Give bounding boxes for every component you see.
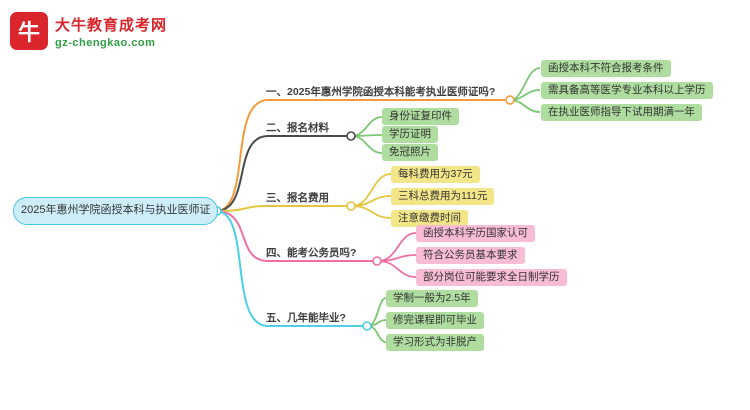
site-logo: 牛 大牛教育成考网 gz-chengkao.com — [10, 12, 167, 50]
leaf-node: 三科总费用为111元 — [391, 188, 495, 205]
leaf-node: 需具备高等医学专业本科以上学历 — [541, 82, 713, 99]
logo-text-block: 大牛教育成考网 gz-chengkao.com — [55, 14, 167, 49]
bull-logo-icon: 牛 — [10, 12, 48, 50]
branch-5-label: 五、几年能毕业? — [266, 312, 346, 324]
branch-4-line — [215, 210, 373, 262]
branch-4-connector — [372, 256, 382, 266]
leaf-node: 免冠照片 — [382, 144, 438, 161]
branch-2-line — [215, 135, 347, 212]
branch-4-child-line — [377, 254, 417, 262]
branch-3-child-line — [351, 205, 392, 219]
branch-3-label: 三、报名费用 — [266, 192, 329, 204]
branch-5-connector — [362, 321, 372, 331]
branch-1-child-line — [509, 99, 541, 113]
leaf-node: 学历证明 — [382, 126, 438, 143]
branch-2-child-line — [351, 116, 383, 137]
logo-title: 大牛教育成考网 — [55, 16, 168, 34]
branch-3-line — [215, 205, 347, 212]
branch-4-child-line — [377, 232, 417, 262]
leaf-node: 学制一般为2.5年 — [386, 290, 478, 307]
branch-5-line — [215, 210, 363, 327]
branch-1-line — [215, 99, 505, 212]
leaf-node: 身份证复印件 — [382, 108, 459, 125]
leaf-node: 符合公务员基本要求 — [416, 247, 525, 264]
leaf-node: 函授本科学历国家认可 — [416, 225, 535, 242]
branch-2-connector — [346, 131, 356, 141]
leaf-node: 每科费用为37元 — [391, 166, 480, 183]
leaf-node: 学习形式为非脱产 — [386, 334, 484, 351]
branch-3-connector — [346, 201, 356, 211]
branch-4-label: 四、能考公务员吗? — [266, 247, 357, 259]
leaf-node: 在执业医师指导下试用期满一年 — [541, 104, 702, 121]
branch-5-child-line — [367, 297, 387, 327]
branch-1-connector — [505, 95, 515, 105]
logo-url: gz-chengkao.com — [55, 36, 156, 49]
branch-4-child-line — [377, 260, 417, 278]
branch-2-label: 二、报名材料 — [266, 122, 329, 134]
leaf-node: 修完课程即可毕业 — [386, 312, 484, 329]
leaf-node: 部分岗位可能要求全日制学历 — [416, 269, 567, 286]
leaf-node: 函授本科不符合报考条件 — [541, 60, 671, 77]
branch-1-label: 一、2025年惠州学院函授本科能考执业医师证吗? — [266, 86, 496, 98]
branch-2-child-line — [351, 135, 383, 154]
leaf-node: 注意缴费时间 — [391, 210, 468, 227]
root-node: 2025年惠州学院函授本科与执业医师证 — [13, 197, 219, 225]
